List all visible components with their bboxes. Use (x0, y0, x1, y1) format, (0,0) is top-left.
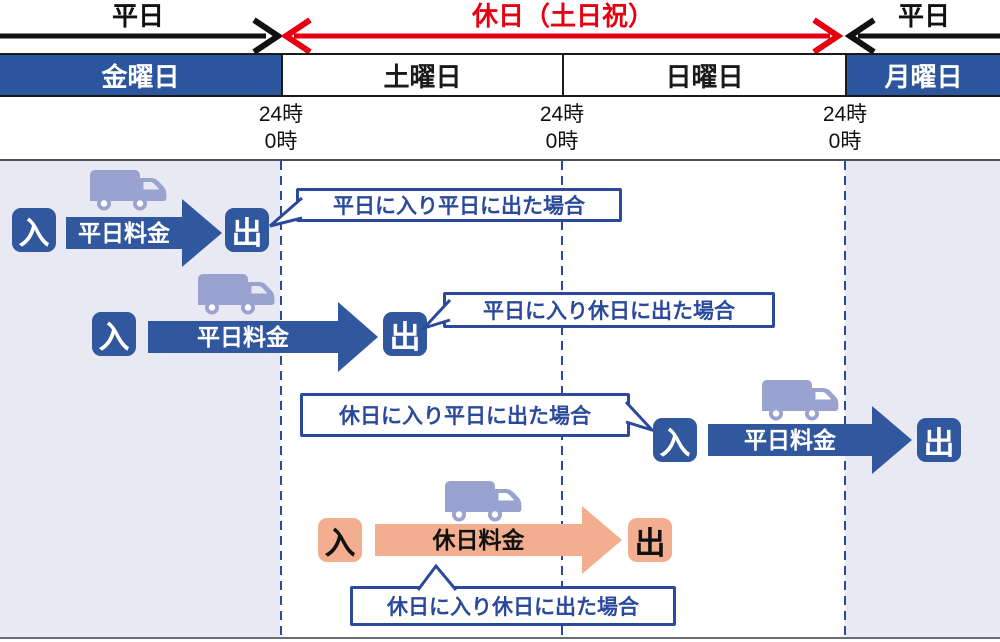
fee-arrow-weekday (148, 302, 378, 372)
exit-badge: 出 (628, 518, 672, 562)
callout-holiday-in-holiday-out: 休日に入り休日に出た場合 (350, 586, 676, 626)
truck-icon (762, 380, 839, 421)
exit-badge: 出 (383, 312, 427, 356)
day-cell-friday: 金曜日 (0, 55, 281, 95)
day-cell-saturday: 土曜日 (281, 55, 562, 95)
timeline-body: 入 平日料金 出 平日に入り平日に出た場合 入 平日料金 出 平日に入り休日に出… (0, 159, 1000, 639)
fee-arrow-holiday (375, 506, 622, 574)
time-mark-sat-sun: 24時 0時 (507, 101, 617, 155)
legend-range-arrows (0, 17, 1000, 54)
callout-tail (420, 298, 452, 331)
entry-badge: 入 (318, 518, 362, 562)
exit-badge: 出 (225, 208, 269, 252)
fee-arrow-weekday (66, 199, 222, 267)
time-mark-24h: 24時 (822, 103, 868, 126)
time-mark-sun-mon: 24時 0時 (790, 101, 900, 155)
exit-badge: 出 (917, 418, 961, 462)
callout-weekday-in-weekday-out: 平日に入り平日に出た場合 (296, 188, 622, 222)
day-cell-monday: 月曜日 (845, 55, 1000, 95)
truck-icon (445, 481, 522, 522)
fee-label: 休日料金 (432, 527, 525, 553)
day-cell-sunday: 日曜日 (562, 55, 845, 95)
fee-label: 平日料金 (744, 427, 836, 453)
legend-weekday-right: 平日 (897, 1, 950, 31)
midnight-boundary-lines (280, 161, 846, 637)
time-mark-24h: 24時 (539, 103, 585, 126)
truck-icon (90, 170, 167, 211)
fee-label: 平日料金 (78, 220, 170, 246)
entry-badge: 入 (92, 312, 136, 356)
callout-weekday-in-holiday-out: 平日に入り休日に出た場合 (443, 292, 775, 328)
legend-holiday-range: 休日（土日祝） (471, 1, 654, 31)
time-mark-0h: 0時 (545, 130, 579, 153)
time-mark-0h: 0時 (264, 130, 298, 153)
callout-tail (624, 400, 656, 433)
fee-label: 平日料金 (197, 324, 289, 350)
time-mark-24h: 24時 (258, 103, 304, 126)
time-mark-0h: 0時 (828, 130, 862, 153)
entry-badge: 入 (12, 208, 56, 252)
callout-tail (416, 563, 458, 591)
day-bar: 金曜日 土曜日 日曜日 月曜日 (0, 53, 1000, 97)
legend-weekday-left: 平日 (111, 1, 164, 31)
time-mark-fri-sat: 24時 0時 (226, 101, 336, 155)
truck-icon (198, 274, 275, 315)
callout-holiday-in-weekday-out: 休日に入り平日に出た場合 (300, 393, 630, 437)
entry-badge: 入 (653, 418, 697, 462)
fee-arrow-weekday (708, 406, 912, 474)
weekday-panel-right (845, 161, 1000, 637)
callout-tail (269, 196, 303, 228)
